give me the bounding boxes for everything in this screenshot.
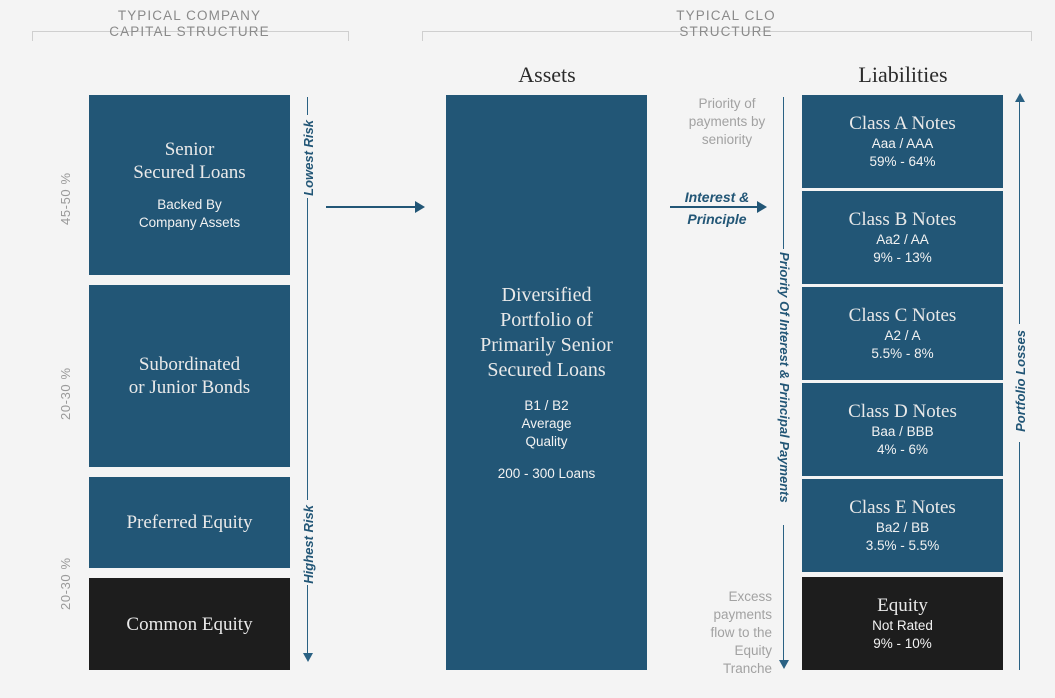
- liability-block-class-d-notes[interactable]: Class D Notes Baa / BBB 4% - 6%: [802, 383, 1003, 476]
- excess-note-line5: Tranche: [722, 661, 772, 676]
- priority-note-line3: seniority: [701, 132, 753, 147]
- risk-axis-arrowhead-icon: [303, 653, 313, 662]
- liability-class-d-name: Class D Notes: [848, 401, 957, 422]
- capital-block-subordinated-junior-bonds[interactable]: Subordinated or Junior Bonds: [89, 285, 290, 467]
- left-header-bracket: [32, 31, 349, 41]
- excess-payments-note: Excess payments flow to the Equity Tranc…: [652, 588, 772, 678]
- assets-line4: Secured Loans: [487, 358, 606, 381]
- interest-principle-arrow-line: [670, 206, 758, 208]
- assets-block[interactable]: Diversified Portfolio of Primarily Senio…: [446, 95, 647, 670]
- liability-class-a-name: Class A Notes: [849, 113, 956, 134]
- liability-class-b-range: 9% - 13%: [873, 250, 932, 265]
- liability-class-a-range: 59% - 64%: [869, 154, 936, 169]
- liability-equity-rating: Not Rated: [872, 618, 933, 633]
- liability-class-c-name: Class C Notes: [848, 305, 957, 326]
- interest-principle-line2: Principle: [687, 211, 747, 227]
- capital-block-senior-title-line1: Senior: [164, 139, 215, 160]
- payments-axis-line-top: [783, 97, 784, 249]
- right-header-line2: STRUCTURE: [679, 24, 773, 39]
- portfolio-losses-line-top: [1019, 102, 1020, 324]
- assets-line3: Primarily Senior: [480, 333, 613, 356]
- interest-principle-arrow-head-icon: [757, 201, 767, 213]
- liability-class-a-rating: Aaa / AAA: [871, 136, 934, 151]
- interest-principle-label: Interest & Principle: [662, 186, 772, 230]
- capital-block-senior-title-line2: Secured Loans: [133, 162, 246, 183]
- liability-class-b-name: Class B Notes: [848, 209, 957, 230]
- priority-of-payments-note: Priority of payments by seniority: [662, 95, 792, 149]
- risk-axis-lowest-risk-label: Lowest Risk: [301, 120, 316, 196]
- capital-block-common-equity[interactable]: Common Equity: [89, 578, 290, 670]
- liability-class-d-rating: Baa / BBB: [871, 424, 934, 439]
- left-header: TYPICAL COMPANY CAPITAL STRUCTURE: [32, 8, 347, 40]
- right-header: TYPICAL CLO STRUCTURE: [422, 8, 1030, 40]
- liability-equity-name: Equity: [877, 595, 928, 616]
- risk-axis-line-mid: [307, 198, 308, 500]
- liability-class-e-range: 3.5% - 5.5%: [865, 538, 940, 553]
- capital-block-common-equity-title: Common Equity: [126, 613, 253, 635]
- percent-label-equity: 20-30 %: [58, 557, 73, 610]
- priority-note-line1: Priority of: [698, 96, 756, 111]
- capital-block-senior-secured-loans[interactable]: Senior Secured Loans Backed By Company A…: [89, 95, 290, 275]
- flow-arrow-line: [326, 206, 416, 208]
- flow-arrow-head-icon: [415, 201, 425, 213]
- risk-axis-highest-risk-label: Highest Risk: [301, 505, 316, 584]
- capital-block-preferred-equity-title: Preferred Equity: [126, 512, 253, 533]
- liability-class-d-range: 4% - 6%: [876, 442, 929, 457]
- portfolio-losses-line-bottom: [1019, 442, 1020, 670]
- assets-quality-line1: B1 / B2: [524, 397, 569, 413]
- assets-line2: Portfolio of: [500, 308, 593, 331]
- liability-class-b-rating: Aa2 / AA: [876, 232, 929, 247]
- percent-label-senior: 45-50 %: [58, 172, 73, 225]
- payments-axis-arrowhead-icon: [779, 660, 789, 669]
- priority-note-line2: payments by: [688, 114, 766, 129]
- capital-block-subordinated-title-line2: or Junior Bonds: [128, 377, 251, 398]
- liability-class-c-range: 5.5% - 8%: [871, 346, 934, 361]
- interest-principle-line1: Interest &: [684, 189, 750, 205]
- liability-equity-range: 9% - 10%: [873, 636, 932, 651]
- left-header-line1: TYPICAL COMPANY: [117, 8, 262, 23]
- liability-block-equity[interactable]: Equity Not Rated 9% - 10%: [802, 577, 1003, 670]
- assets-line1: Diversified: [501, 283, 592, 306]
- percent-label-subordinated: 20-30 %: [58, 367, 73, 420]
- right-header-bracket: [422, 31, 1032, 41]
- excess-note-line4: Equity: [734, 643, 772, 658]
- liability-block-class-e-notes[interactable]: Class E Notes Ba2 / BB 3.5% - 5.5%: [802, 479, 1003, 572]
- capital-block-senior-sub-line2: Company Assets: [138, 215, 241, 230]
- payments-axis-line-bottom: [783, 525, 784, 662]
- payments-axis-label: Priority Of Interest & Principal Payment…: [777, 252, 792, 503]
- capital-block-senior-sub-line1: Backed By: [157, 197, 222, 212]
- excess-note-line2: payments: [713, 607, 772, 622]
- capital-block-preferred-equity[interactable]: Preferred Equity: [89, 477, 290, 568]
- liability-class-e-name: Class E Notes: [849, 497, 956, 518]
- liability-class-c-rating: A2 / A: [884, 328, 921, 343]
- left-header-line2: CAPITAL STRUCTURE: [109, 24, 270, 39]
- liability-block-class-c-notes[interactable]: Class C Notes A2 / A 5.5% - 8%: [802, 287, 1003, 380]
- liabilities-caption: Liabilities: [858, 62, 948, 87]
- excess-note-line1: Excess: [728, 589, 772, 604]
- risk-axis-line-bottom: [307, 585, 308, 653]
- assets-quality-line2: Average: [521, 415, 572, 431]
- right-header-line1: TYPICAL CLO: [676, 8, 776, 23]
- portfolio-losses-arrowhead-icon: [1015, 93, 1025, 102]
- capital-block-subordinated-title-line1: Subordinated: [138, 354, 241, 375]
- assets-loans-count: 200 - 300 Loans: [497, 465, 596, 481]
- assets-quality-line3: Quality: [525, 433, 568, 449]
- liability-class-e-rating: Ba2 / BB: [875, 520, 930, 535]
- excess-note-line3: flow to the: [710, 625, 772, 640]
- risk-axis-line-top: [307, 97, 308, 115]
- assets-caption: Assets: [518, 62, 576, 87]
- liability-block-class-b-notes[interactable]: Class B Notes Aa2 / AA 9% - 13%: [802, 191, 1003, 284]
- liability-block-class-a-notes[interactable]: Class A Notes Aaa / AAA 59% - 64%: [802, 95, 1003, 188]
- portfolio-losses-label: Portfolio Losses: [1013, 330, 1028, 432]
